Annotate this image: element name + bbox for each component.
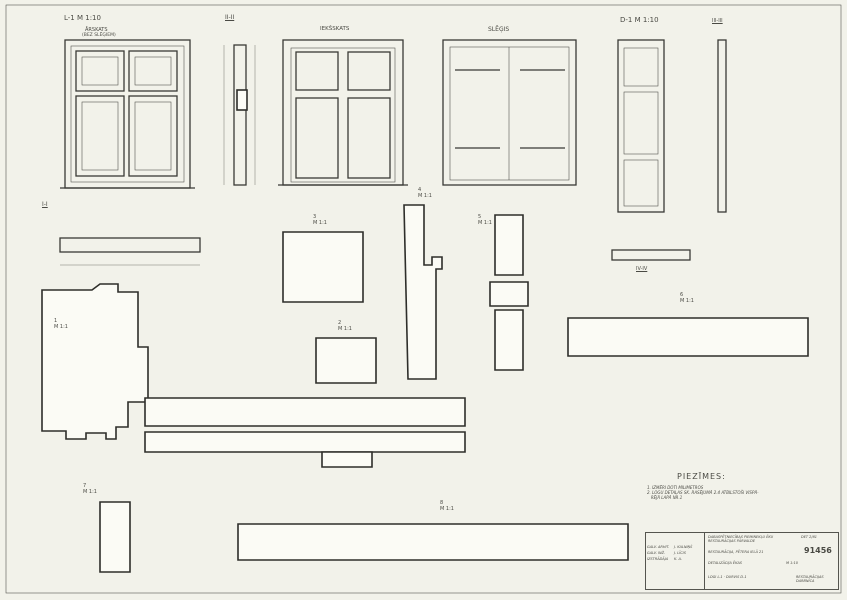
section-iii-label: III-III — [712, 18, 723, 24]
l1-title: L-1 M 1:10 — [64, 14, 101, 22]
section-iv-label: IV-IV — [636, 266, 648, 272]
section-i-label: I-I — [42, 201, 48, 208]
section-ii-label: II-II — [225, 14, 235, 21]
door-view — [617, 39, 727, 213]
note-item: 2. LOGU DETAĻAS SK. RASĒJUMĀ 2.4 ATBILST… — [647, 490, 759, 495]
role: GALV. INŽ. — [647, 551, 666, 555]
shutter-view — [442, 39, 577, 186]
name: J. LĪCIS — [674, 551, 686, 555]
sheet-frame — [5, 4, 842, 594]
section-iv-iv-drawing — [611, 249, 691, 261]
organization: RESTAURĀCIJAS DARBNĪCA — [796, 575, 824, 583]
name: K. A. — [674, 557, 683, 561]
notes: PIEZĪMES: 1. IZMĒRI DOTI MILIMETROS 2. L… — [647, 472, 759, 500]
project-name: DABASPĒTNIECĪBAS PIEMINEKĻU ĒKU RESTAURĀ… — [708, 535, 774, 543]
notes-title: PIEZĪMES: — [677, 472, 726, 481]
drawing-name: DETALIZĀCIJA ĒKAS — [708, 561, 743, 565]
window-exterior-view — [60, 39, 195, 189]
scale: M 1:10 — [786, 561, 798, 565]
note-item: RĒJĀ LAPĀ NR.1 — [647, 495, 683, 500]
stage: DET 2/81 — [801, 535, 818, 539]
note-item: 1. IZMĒRI DOTI MILIMETROS — [647, 485, 704, 490]
role: GALV. ARHIT. — [647, 545, 670, 549]
role: IZSTRĀDĀJA — [647, 557, 669, 561]
section-ii-ii — [223, 44, 256, 186]
sheet-name: LOGI L-1 · DURVIS D-1 — [708, 575, 747, 579]
exterior-label: ĀRSKATS — [85, 27, 108, 33]
drawing-number: 91456 — [804, 546, 832, 555]
window-interior-view — [278, 39, 408, 186]
name: J. KALNIŅŠ — [674, 545, 693, 549]
d1-title: D-1 M 1:10 — [620, 16, 659, 24]
interior-label: IEKŠSKATS — [320, 26, 350, 32]
detail-profiles — [41, 204, 809, 573]
title-block: GALV. ARHIT. GALV. INŽ. IZSTRĀDĀJA J. KA… — [645, 532, 839, 590]
exterior-note: (BEZ SLĒĢIEM) — [82, 33, 116, 38]
shutter-label: SLĒĢIS — [488, 26, 510, 33]
section-i-i-drawing — [59, 237, 201, 253]
object-name: RESTAURĀCIJA, PĒTERA IELĀ 21 — [708, 550, 764, 554]
